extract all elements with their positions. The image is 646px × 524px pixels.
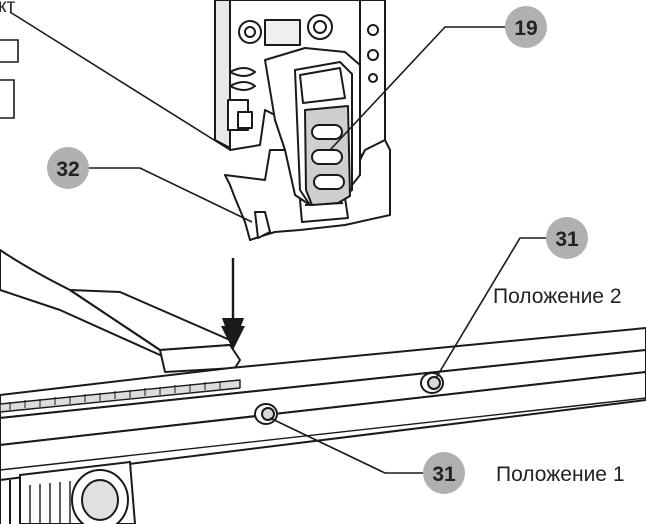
position-2-label: Положение 2 [493,285,622,308]
screw-position-1 [254,403,278,425]
insertion-arrow-head [222,318,244,348]
leader-lines [88,26,547,474]
leader-31-pos1 [269,417,423,474]
callout-31-position-2-label: 31 [555,228,579,251]
latch-handle [264,47,361,206]
top-left-leader [9,11,231,151]
position-1-label: Положение 1 [496,463,625,486]
callout-31-position-2: 31 [546,217,588,259]
callout-19-label: 19 [514,17,537,40]
callout-32: 32 [47,147,89,189]
leader-19 [329,26,506,151]
callout-31-position-1: 31 [423,452,465,494]
leader-32 [88,167,253,223]
left-edge-part [0,39,19,119]
callout-19: 19 [505,6,547,48]
callout-31-position-1-label: 31 [432,463,456,486]
gear-mechanism [19,460,137,524]
screw-position-2 [420,372,444,394]
leader-31-pos2 [435,237,547,379]
rail-scale [9,381,221,410]
callout-32-label: 32 [56,158,79,181]
guide-rail [0,327,646,524]
table-surface [0,249,241,373]
